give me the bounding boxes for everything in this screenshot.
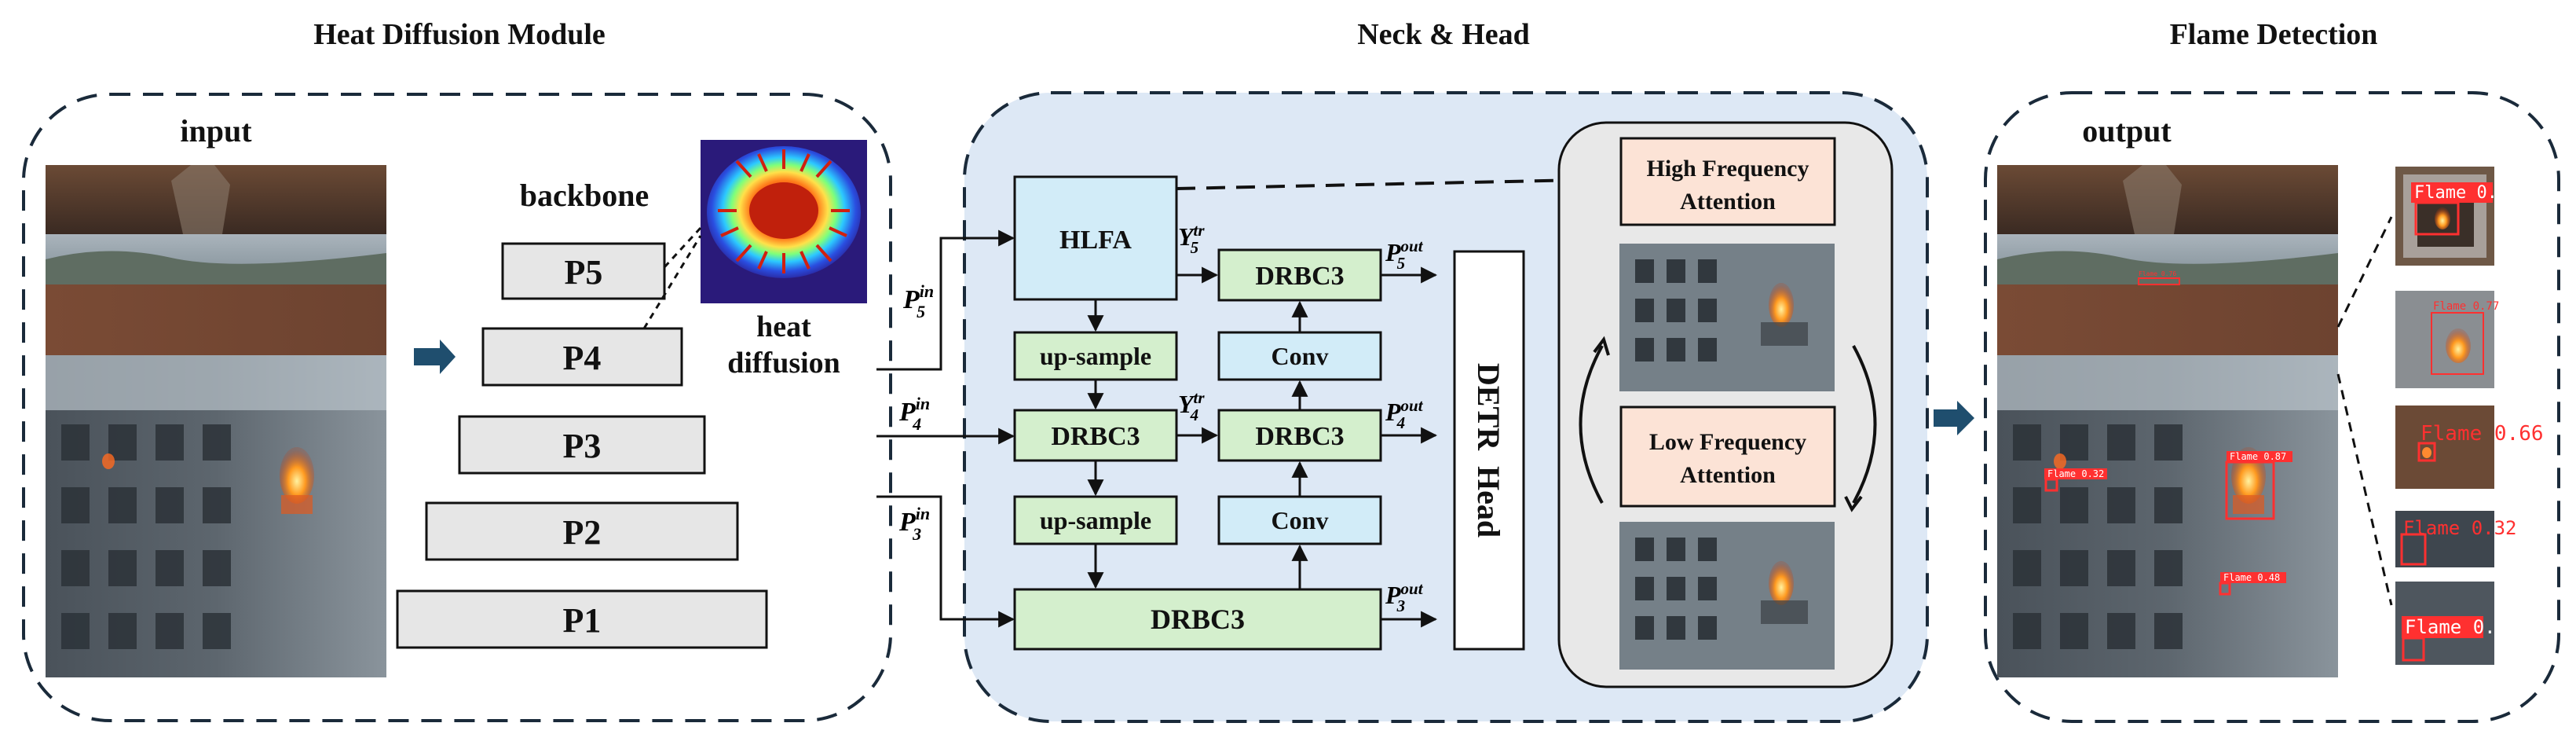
- input-label: input: [180, 113, 252, 149]
- backbone-level-p5: P5: [501, 242, 666, 300]
- backbone-level-label: P3: [563, 427, 602, 465]
- low-frequency-label: Low Frequency: [1649, 429, 1806, 455]
- detection-crop-3: Flame 0.66: [2395, 406, 2544, 489]
- detection-crop-1: Flame 0.79: [2395, 167, 2518, 266]
- backbone-level-p2: P2: [425, 501, 739, 561]
- detection-crop-5: Flame 0.48: [2395, 582, 2519, 665]
- detection-label: Flame 0.87: [2230, 451, 2286, 462]
- input-flow-arrow-icon: [414, 339, 456, 374]
- exchange-arrow-left-icon: [1579, 345, 1604, 504]
- backbone-level-label: P4: [563, 339, 602, 377]
- detection-crop-label: Flame 0.77: [2433, 300, 2499, 313]
- conv-block-2: Conv: [1217, 495, 1382, 545]
- input-image: [46, 165, 386, 677]
- detection-crop-label: Flame 0.48: [2405, 616, 2519, 638]
- drbc3-block-bottom: DRBC3: [1013, 588, 1382, 651]
- drbc3-label: DRBC3: [1151, 604, 1245, 635]
- drbc3-label: DRBC3: [1051, 422, 1140, 451]
- detr-head-block: DETR Head: [1453, 250, 1525, 651]
- backbone-level-p4: P4: [481, 327, 683, 387]
- high-frequency-label: High Frequency: [1647, 156, 1809, 182]
- detection-crop-2: Flame 0.77: [2395, 291, 2499, 388]
- output-label: output: [2082, 113, 2172, 149]
- low-frequency-feature-image: [1619, 522, 1835, 670]
- conv-label: Conv: [1272, 342, 1329, 370]
- section-title-heat-diffusion: Heat Diffusion Module: [313, 18, 606, 51]
- backbone-level-p1: P1: [396, 589, 768, 649]
- backbone-level-label: P1: [563, 601, 602, 640]
- section-title-flame-detection: Flame Detection: [2170, 18, 2378, 51]
- backbone-label: backbone: [520, 178, 649, 213]
- drbc3-label: DRBC3: [1255, 262, 1344, 291]
- high-frequency-label: Attention: [1680, 189, 1776, 215]
- detection-crop-label: Flame 0.32: [2403, 517, 2517, 539]
- backbone-level-label: P5: [565, 253, 603, 292]
- section-title-neck-head: Neck & Head: [1357, 18, 1530, 51]
- backbone-level-label: P2: [563, 513, 602, 552]
- upsample-label: up-sample: [1040, 342, 1151, 370]
- hlfa-label: HLFA: [1059, 226, 1132, 255]
- detr-head-label: DETR Head: [1471, 363, 1506, 538]
- drbc3-block-top: DRBC3: [1217, 248, 1382, 302]
- heat-diffusion-caption: heat: [756, 310, 811, 343]
- flame-detection-panel: output Flame 0.76 Flame 0.32 Flame 0.87 …: [1984, 91, 2560, 723]
- heat-diffusion-caption: diffusion: [727, 347, 840, 380]
- low-frequency-attention-block: Low Frequency Attention: [1619, 406, 1836, 508]
- upsample-block-2: up-sample: [1013, 495, 1178, 545]
- output-flow-arrow-icon: [1934, 401, 1974, 435]
- detection-crop-label: Flame 0.79: [2414, 183, 2518, 203]
- conv-label: Conv: [1272, 506, 1329, 534]
- high-frequency-attention-block: High Frequency Attention: [1619, 137, 1836, 226]
- detection-label: Flame 0.48: [2223, 572, 2280, 583]
- frequency-attention-panel: High Frequency Attention Low Frequency A…: [1557, 121, 1894, 688]
- high-frequency-feature-image: [1619, 244, 1835, 391]
- detection-label: Flame 0.76: [2139, 270, 2176, 277]
- detection-crop-label: Flame 0.66: [2420, 422, 2544, 446]
- upsample-block-1: up-sample: [1013, 331, 1178, 381]
- exchange-arrow-right-icon: [1852, 345, 1877, 504]
- backbone-level-p3: P3: [458, 415, 706, 475]
- drbc3-block-right: DRBC3: [1217, 409, 1382, 462]
- output-image: Flame 0.76 Flame 0.32 Flame 0.87 Flame 0…: [1997, 165, 2338, 677]
- drbc3-block-left: DRBC3: [1013, 409, 1178, 462]
- heat-diffusion-panel: input backbone P5 P4 P3 P2 P1: [22, 93, 892, 722]
- hlfa-block: HLFA: [1013, 175, 1178, 301]
- heat-diffusion-map: [701, 140, 867, 303]
- drbc3-label: DRBC3: [1255, 422, 1344, 451]
- upsample-label: up-sample: [1040, 506, 1151, 534]
- conv-block-1: Conv: [1217, 331, 1382, 381]
- low-frequency-label: Attention: [1680, 462, 1776, 488]
- detection-crop-4: Flame 0.32: [2395, 511, 2517, 567]
- detection-label: Flame 0.32: [2047, 468, 2104, 479]
